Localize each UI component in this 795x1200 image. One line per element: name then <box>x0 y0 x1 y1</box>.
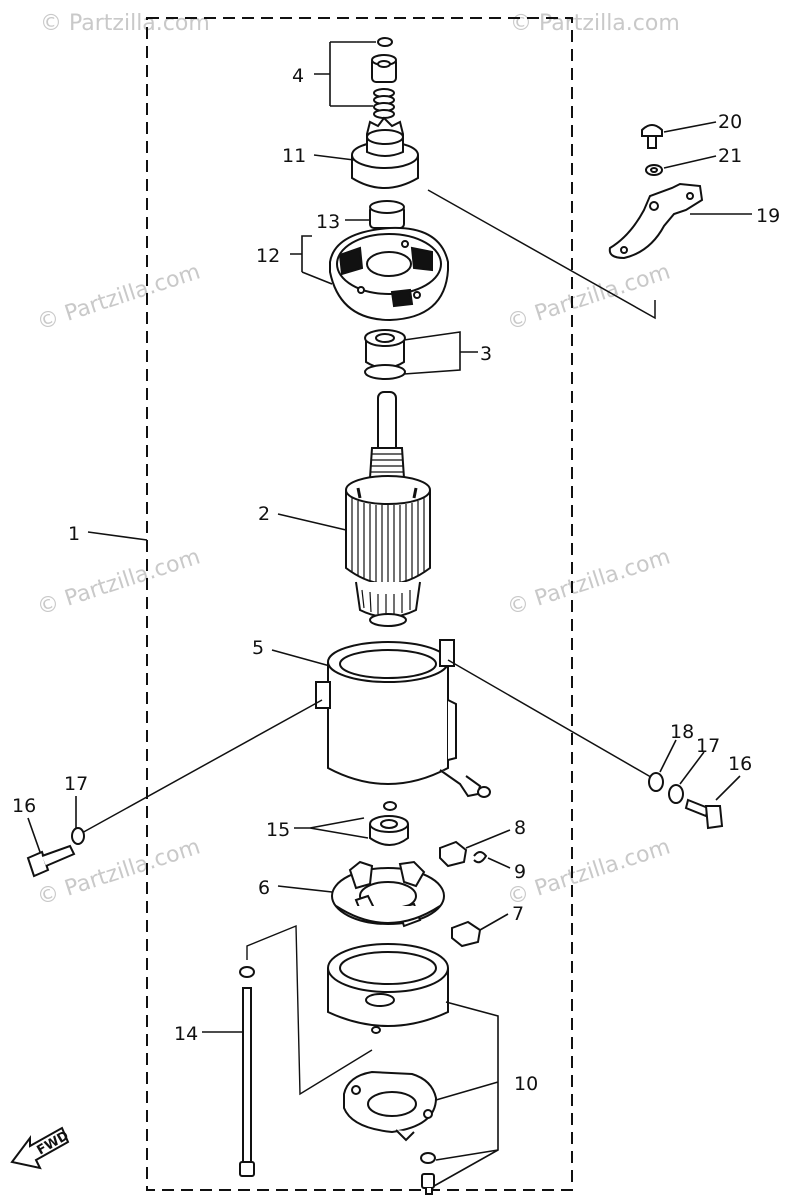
leader-15 <box>294 817 369 839</box>
watermark-text: © Partzilla.com <box>34 834 203 910</box>
leader-16-left <box>27 817 41 853</box>
leader-17-right <box>679 751 705 785</box>
callout-17-left: 17 <box>64 773 88 795</box>
callout-14: 14 <box>174 1023 198 1045</box>
leader-20 <box>663 121 717 133</box>
part-21-washer <box>645 164 663 176</box>
callout-labels: 1 2 3 4 5 6 7 8 9 10 11 12 13 14 15 16 1… <box>12 65 780 1095</box>
callout-18: 18 <box>670 721 694 743</box>
part-16-bolt-left <box>26 844 76 878</box>
part-16-bolt-right <box>684 798 724 830</box>
part-4-pinion-stop-set <box>371 37 397 119</box>
leader-14-to-end-cover <box>246 924 373 1096</box>
leader-3 <box>403 331 478 375</box>
callout-11: 11 <box>282 145 306 167</box>
callout-9: 9 <box>514 861 526 883</box>
callout-10: 10 <box>514 1073 538 1095</box>
watermark-text: © Partzilla.com <box>34 544 203 620</box>
callout-21: 21 <box>718 145 742 167</box>
callout-15: 15 <box>266 819 290 841</box>
leader-18 <box>659 739 677 773</box>
leader-5 <box>271 649 331 667</box>
leader-12 <box>290 235 333 285</box>
part-10-bearing-plate <box>343 1070 438 1142</box>
leader-1 <box>87 531 148 541</box>
callout-16-right: 16 <box>728 753 752 775</box>
part-6-brush-holder <box>331 860 445 928</box>
part-17-washer-right <box>668 784 684 804</box>
part-5-yoke <box>315 639 491 798</box>
leader-10 <box>433 1001 499 1187</box>
watermark-text: © Partzilla.com <box>504 544 673 620</box>
leader-yoke-left-bolt <box>79 699 323 835</box>
leader-21 <box>663 155 717 169</box>
callout-1: 1 <box>68 523 80 545</box>
leader-16-right <box>715 775 741 801</box>
part-2-armature <box>345 391 431 627</box>
leader-2 <box>277 513 347 531</box>
part-7-brush <box>451 920 482 948</box>
callout-20: 20 <box>718 111 742 133</box>
callout-16-left: 16 <box>12 795 36 817</box>
part-15-bushing-set <box>369 801 409 846</box>
fwd-arrow-icon <box>10 1126 70 1170</box>
leader-8 <box>465 829 511 849</box>
callout-12: 12 <box>256 245 280 267</box>
part-13-bushing <box>369 200 405 229</box>
watermark-text: © Partzilla.com <box>34 259 203 335</box>
part-10-washer-and-screw <box>420 1152 436 1195</box>
leader-11 <box>313 154 355 161</box>
watermark-text: © Partzilla.com <box>504 259 673 335</box>
callout-19: 19 <box>756 205 780 227</box>
assembly-boundary-dashed <box>146 17 573 1191</box>
watermark-text: © Partzilla.com <box>504 834 673 910</box>
callout-2: 2 <box>258 503 270 525</box>
callout-8: 8 <box>514 817 526 839</box>
callout-17-right: 17 <box>696 735 720 757</box>
callout-3: 3 <box>480 343 492 365</box>
part-19-bracket <box>608 182 704 260</box>
callout-7: 7 <box>512 903 524 925</box>
callout-6: 6 <box>258 877 270 899</box>
leader-7 <box>479 913 509 931</box>
callout-13: 13 <box>316 211 340 233</box>
leader-4 <box>314 41 376 107</box>
part-14-through-bolt <box>239 966 255 1177</box>
part-3-bearing-set <box>364 329 406 380</box>
part-8-brush <box>439 840 468 868</box>
leader-bracket-link <box>427 189 656 320</box>
leader-6 <box>277 885 333 893</box>
part-17-washer-left <box>71 827 85 845</box>
part-12-front-cover <box>329 226 449 322</box>
part-10-end-cover <box>327 943 449 1034</box>
watermark-text: © Partzilla.com <box>40 11 210 36</box>
leader-yoke-right-bolt <box>447 659 657 781</box>
callout-4: 4 <box>292 65 304 87</box>
watermark-text: © Partzilla.com <box>510 11 680 36</box>
part-9-brush-spring <box>473 851 488 864</box>
part-20-screw <box>641 124 663 149</box>
leader-9 <box>487 857 511 869</box>
callout-5: 5 <box>252 637 264 659</box>
part-18-washer-right <box>648 772 664 792</box>
part-11-pinion-drive <box>351 116 419 189</box>
